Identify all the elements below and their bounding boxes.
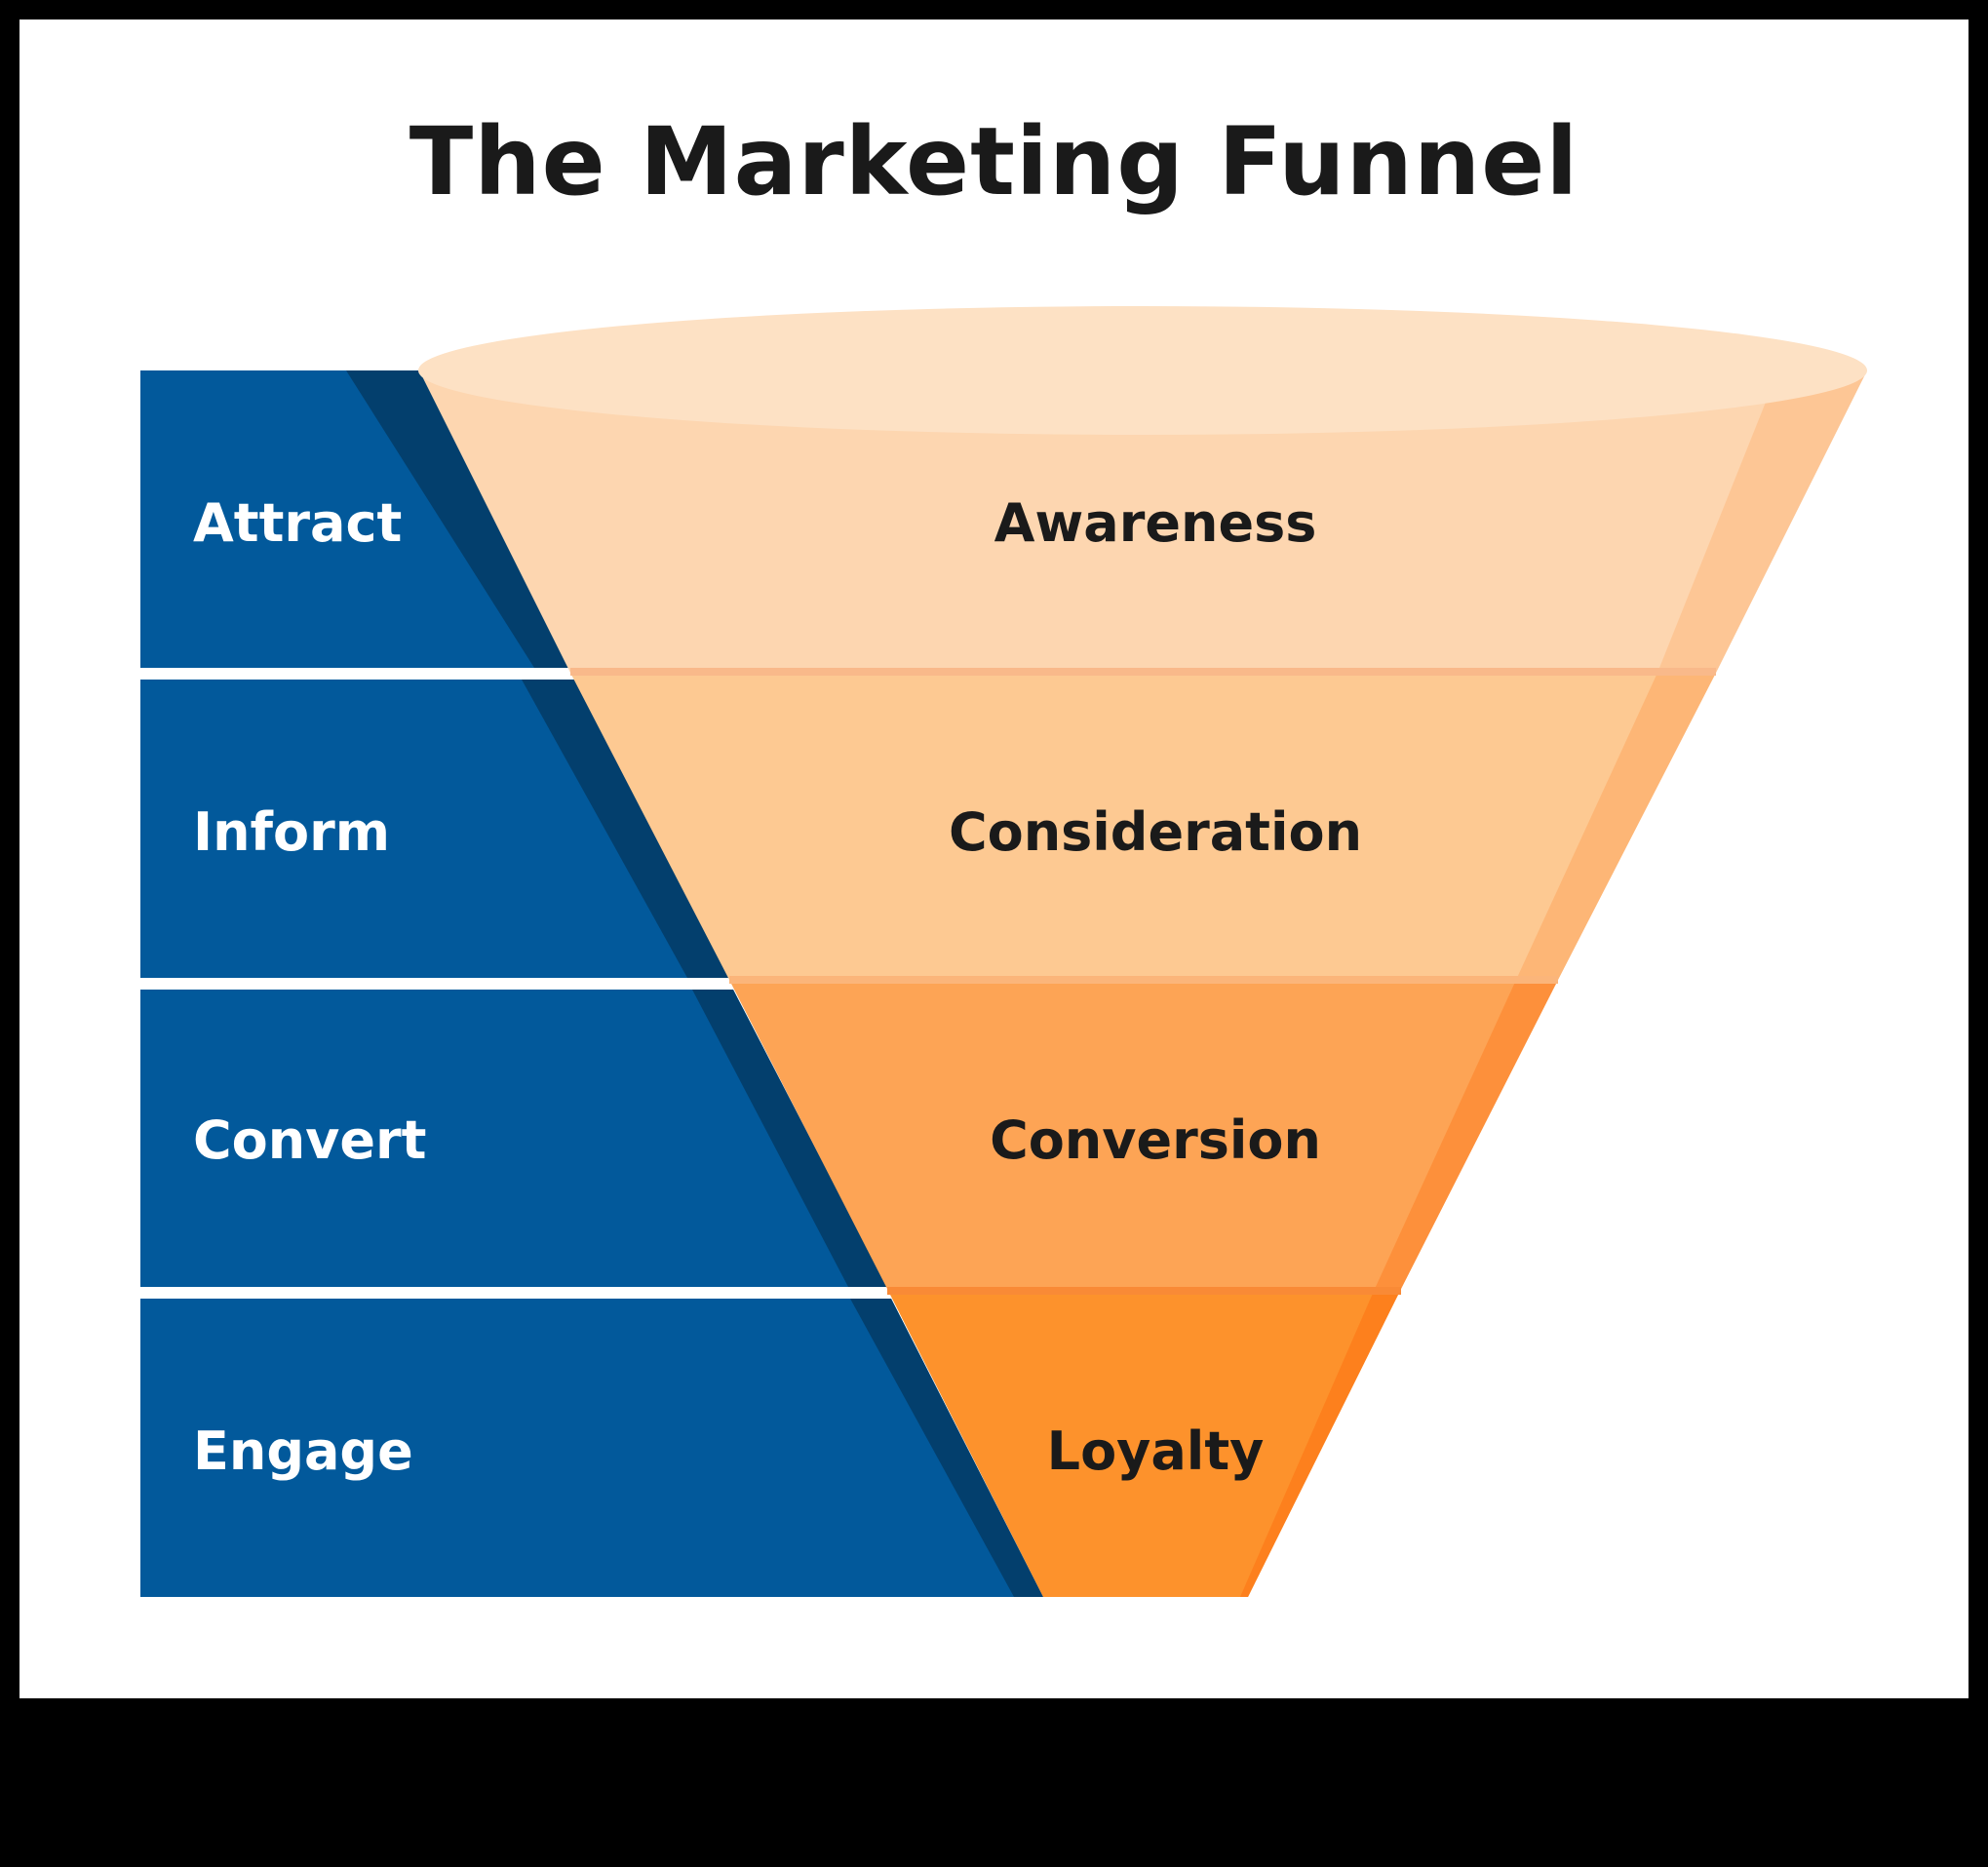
stage-labels: Awareness Consideration Conversion Loyal… [949, 492, 1362, 1482]
funnel-rim [418, 306, 1867, 435]
funnel-right-edge [1240, 370, 1867, 1597]
shadow-1 [346, 370, 570, 668]
band-attract [140, 370, 570, 668]
band-engage [140, 1299, 1043, 1597]
stage-label-awareness: Awareness [994, 492, 1317, 554]
section-loyalty [887, 1289, 1401, 1597]
action-label-attract: Attract [193, 492, 402, 554]
edge-awareness [1657, 370, 1867, 673]
funnel-shadow [346, 370, 1043, 1597]
shadow-3 [692, 990, 887, 1287]
stage-label-loyalty: Loyalty [1047, 1420, 1265, 1482]
edge-consideration [1516, 673, 1716, 980]
shadow-4 [850, 1299, 1043, 1597]
section-consideration [570, 673, 1716, 980]
stage-label-consideration: Consideration [949, 801, 1362, 863]
stage-label-conversion: Conversion [990, 1109, 1321, 1171]
section-awareness [419, 370, 1867, 673]
action-bands [140, 370, 1043, 1597]
shadow-2 [522, 680, 729, 978]
edge-loyalty [1240, 1289, 1401, 1597]
action-label-convert: Convert [193, 1109, 426, 1171]
diagram-title: The Marketing Funnel [409, 107, 1579, 216]
funnel-dividers [570, 668, 1716, 1295]
section-conversion [729, 980, 1558, 1289]
funnel-sections [419, 370, 1867, 1597]
action-labels: Attract Inform Convert Engage [193, 492, 426, 1482]
action-label-inform: Inform [193, 801, 390, 863]
edge-conversion [1375, 980, 1558, 1289]
action-label-engage: Engage [193, 1420, 413, 1482]
band-convert [140, 990, 887, 1287]
